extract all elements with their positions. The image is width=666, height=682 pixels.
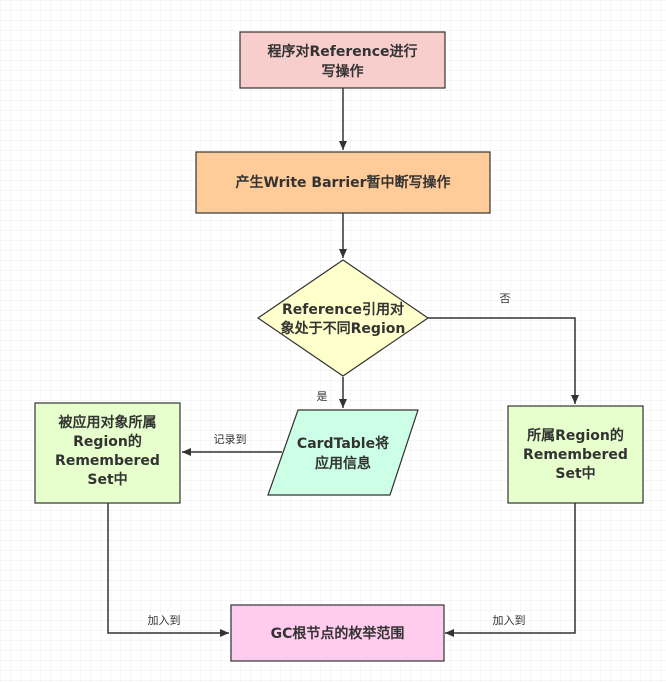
- edges: [107, 88, 579, 637]
- node-barrier: 产生Write Barrier暂中断写操作: [195, 151, 491, 214]
- edge-label-join-right: 加入到: [493, 614, 526, 627]
- node-right-line3: Set中: [555, 465, 595, 482]
- node-left-line2: Region的: [73, 433, 142, 450]
- edge-label-no: 否: [500, 292, 511, 305]
- node-decision-line1: Reference引用对: [282, 301, 404, 318]
- node-right-line2: Remembered: [523, 447, 628, 463]
- edge-decision-no: [428, 317, 579, 404]
- node-left-remembered-set: 被应用对象所属 Region的 Remembered Set中: [34, 402, 181, 504]
- edge-label-record: 记录到: [214, 433, 247, 446]
- edge-right-to-gc: [445, 503, 576, 637]
- node-cardtable-line1: CardTable将: [297, 435, 389, 452]
- edge-label-join-left: 加入到: [148, 614, 181, 627]
- node-start-line2: 写操作: [322, 63, 364, 80]
- node-decision: Reference引用对 象处于不同Region: [256, 259, 430, 377]
- node-cardtable: CardTable将 应用信息: [267, 409, 419, 496]
- edge-left-to-gc: [107, 503, 229, 637]
- node-right-line1: 所属Region的: [527, 427, 624, 444]
- node-decision-line2: 象处于不同Region: [281, 320, 406, 337]
- edge-label-yes: 是: [317, 390, 328, 403]
- node-right-remembered-set: 所属Region的 Remembered Set中: [507, 405, 644, 504]
- node-start: 程序对Reference进行 写操作: [239, 31, 446, 89]
- node-left-line3: Remembered: [55, 453, 160, 469]
- node-cardtable-line2: 应用信息: [315, 455, 371, 472]
- node-left-line4: Set中: [87, 471, 127, 488]
- node-gc: GC根节点的枚举范围: [230, 604, 445, 662]
- node-barrier-line1: 产生Write Barrier暂中断写操作: [235, 174, 450, 191]
- node-start-line1: 程序对Reference进行: [267, 43, 417, 60]
- node-gc-line1: GC根节点的枚举范围: [271, 625, 405, 642]
- node-left-line1: 被应用对象所属: [59, 414, 157, 431]
